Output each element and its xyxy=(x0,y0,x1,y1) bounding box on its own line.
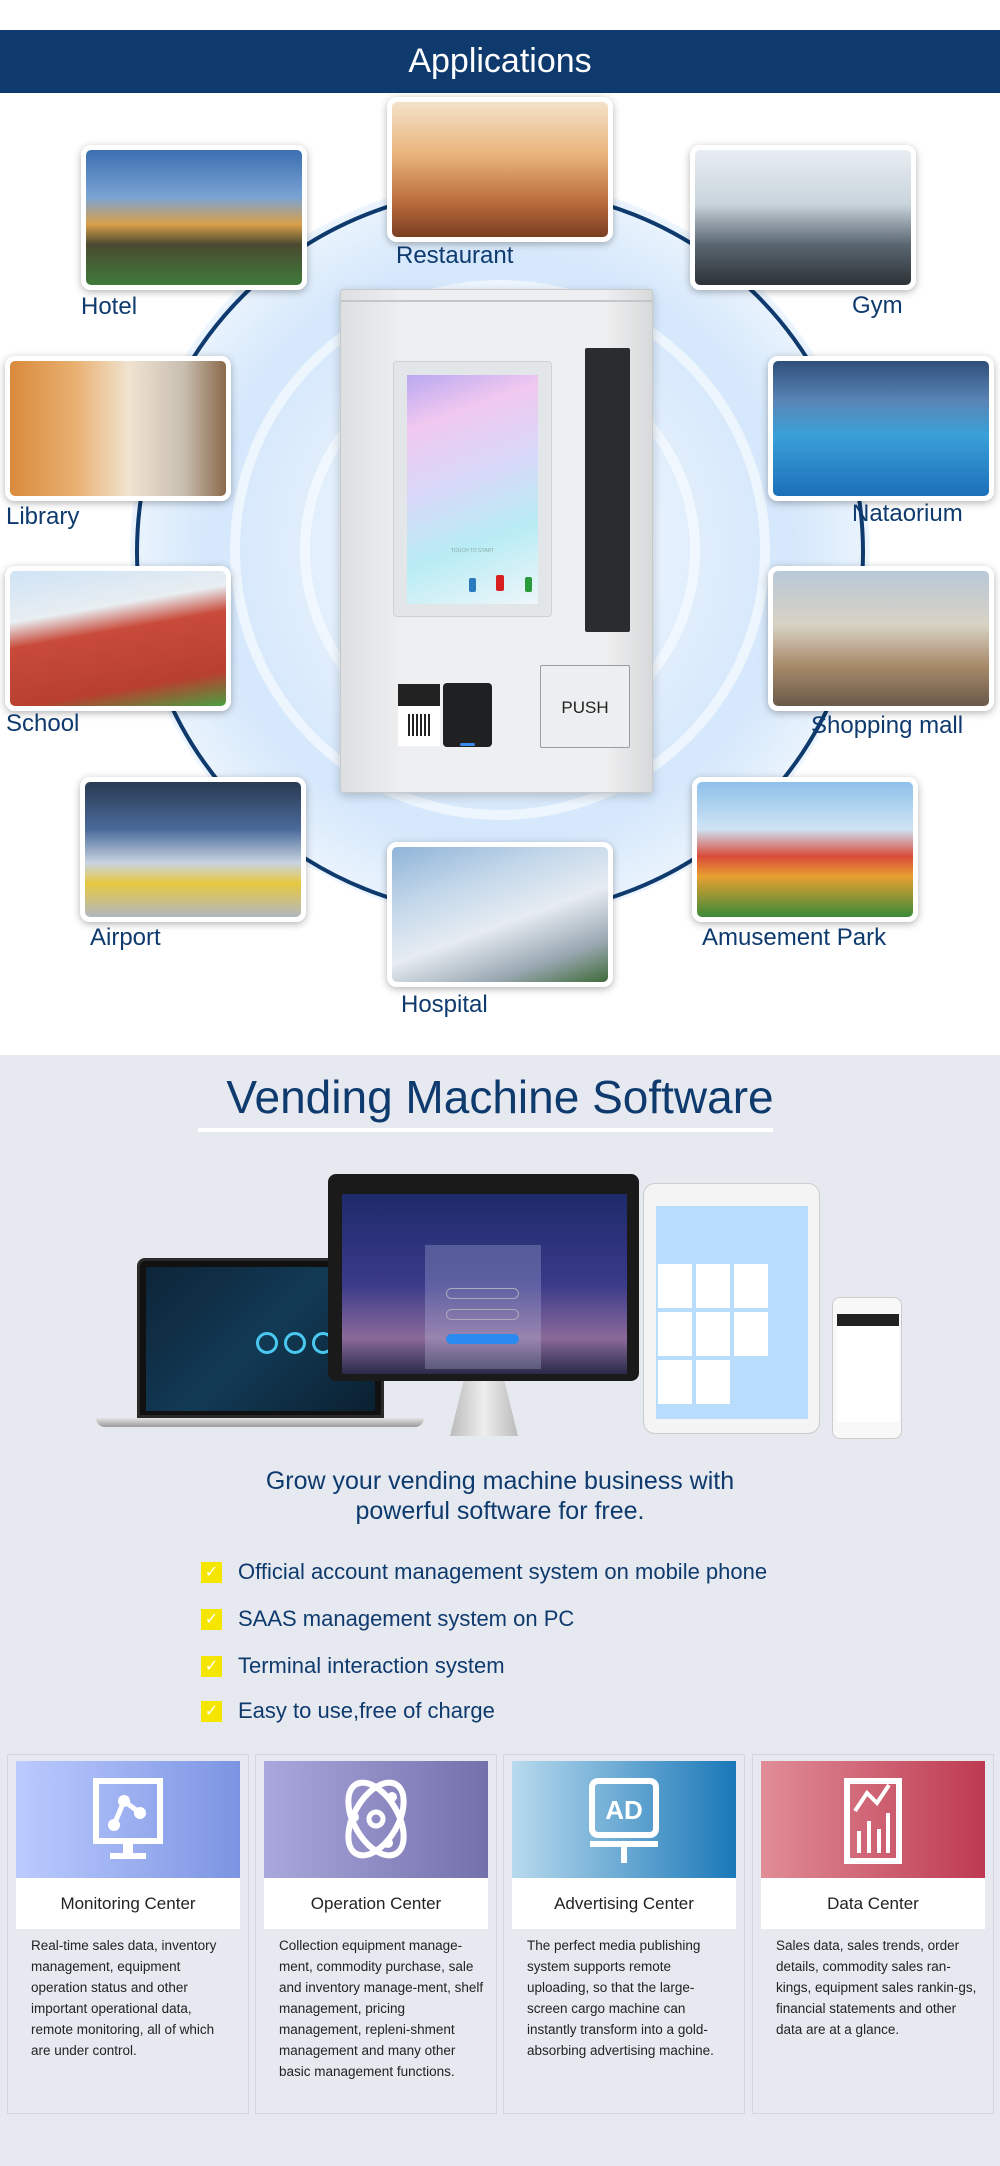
monitor-graph-icon xyxy=(93,1778,163,1859)
login-panel xyxy=(425,1245,541,1369)
check-icon: ✓ xyxy=(201,1656,222,1677)
card-title: Operation Center xyxy=(264,1878,488,1929)
product-can xyxy=(525,577,532,592)
touch-to-start-text: TOUCH TO START xyxy=(450,548,495,554)
card-description: Sales data, sales trends, order details,… xyxy=(776,1938,977,2037)
label-nataorium: Nataorium xyxy=(852,500,963,527)
tablet-shop xyxy=(643,1183,820,1434)
label-restaurant: Restaurant xyxy=(396,242,514,269)
card-reader[interactable] xyxy=(443,683,492,747)
label-hotel: Hotel xyxy=(81,293,138,320)
product-slot xyxy=(585,348,630,632)
screen-bezel: TOUCH TO START xyxy=(393,361,552,617)
card-description: The perfect media publishing system supp… xyxy=(527,1938,714,2058)
card-data-center: Data Center Sales data, sales trends, or… xyxy=(752,1754,994,2114)
laptop-base xyxy=(96,1418,424,1427)
card-monitoring-center: Monitoring Center Real-time sales data, … xyxy=(7,1754,249,2114)
svg-text:AD: AD xyxy=(605,1795,643,1825)
payment-sticker-qr xyxy=(398,684,440,746)
ad-board-icon: AD xyxy=(589,1778,659,1863)
tagline-line-1: Grow your vending machine business with xyxy=(265,1467,735,1495)
applications-title: Applications xyxy=(0,30,1000,93)
product-can xyxy=(496,575,504,591)
desktop-monitor xyxy=(328,1174,639,1381)
phone-app xyxy=(832,1297,902,1439)
card-title: Data Center xyxy=(761,1878,985,1929)
card-image xyxy=(16,1761,240,1878)
photo-amusement-park xyxy=(692,777,918,922)
label-library: Library xyxy=(6,503,80,530)
card-operation-center: Operation Center Collection equipment ma… xyxy=(255,1754,497,2114)
photo-gym xyxy=(690,145,916,290)
title-underline xyxy=(198,1128,773,1132)
touch-screen[interactable]: TOUCH TO START xyxy=(407,375,538,604)
push-door[interactable]: PUSH xyxy=(540,665,630,748)
photo-airport xyxy=(80,777,306,922)
check-icon: ✓ xyxy=(201,1562,222,1583)
photo-shopping-mall xyxy=(768,566,994,711)
photo-hospital xyxy=(387,842,613,987)
label-airport: Airport xyxy=(90,924,161,951)
card-image xyxy=(761,1761,985,1878)
atom-icon xyxy=(345,1779,407,1859)
label-shopping-mall: Shopping mall xyxy=(811,712,964,739)
label-gym: Gym xyxy=(852,292,903,319)
card-image xyxy=(264,1761,488,1878)
photo-hotel xyxy=(81,145,307,290)
photo-library xyxy=(5,356,231,501)
product-can xyxy=(469,578,476,592)
feature-item: SAAS management system on PC xyxy=(238,1606,575,1631)
card-title: Monitoring Center xyxy=(16,1878,240,1929)
label-hospital: Hospital xyxy=(401,991,488,1018)
vending-machine: TOUCH TO START PUSH xyxy=(340,289,653,793)
check-icon: ✓ xyxy=(201,1701,222,1722)
tagline: Grow your vending machine business with … xyxy=(0,1466,1000,1526)
software-title: Vending Machine Software xyxy=(226,1071,774,1123)
applications-section: Applications Restaurant Hotel Gym Librar… xyxy=(0,0,1000,1055)
check-icon: ✓ xyxy=(201,1609,222,1630)
label-school: School xyxy=(6,710,80,737)
photo-school xyxy=(5,566,231,711)
photo-nataorium xyxy=(768,356,994,501)
feature-item: Terminal interaction system xyxy=(238,1653,505,1678)
card-advertising-center: AD Advertising Center The perfect media … xyxy=(503,1754,745,2114)
feature-item: Easy to use,free of charge xyxy=(238,1698,495,1723)
card-title: Advertising Center xyxy=(512,1878,736,1929)
card-description: Collection equipment manage-ment, commod… xyxy=(279,1938,484,2079)
feature-item: Official account management system on mo… xyxy=(238,1559,768,1584)
chart-report-icon xyxy=(844,1778,902,1864)
card-image: AD xyxy=(512,1761,736,1878)
photo-restaurant xyxy=(387,97,613,242)
label-amusement-park: Amusement Park xyxy=(702,924,887,951)
card-description: Real-time sales data, inventory manageme… xyxy=(31,1938,217,2058)
tagline-line-2: powerful software for free. xyxy=(355,1497,645,1525)
